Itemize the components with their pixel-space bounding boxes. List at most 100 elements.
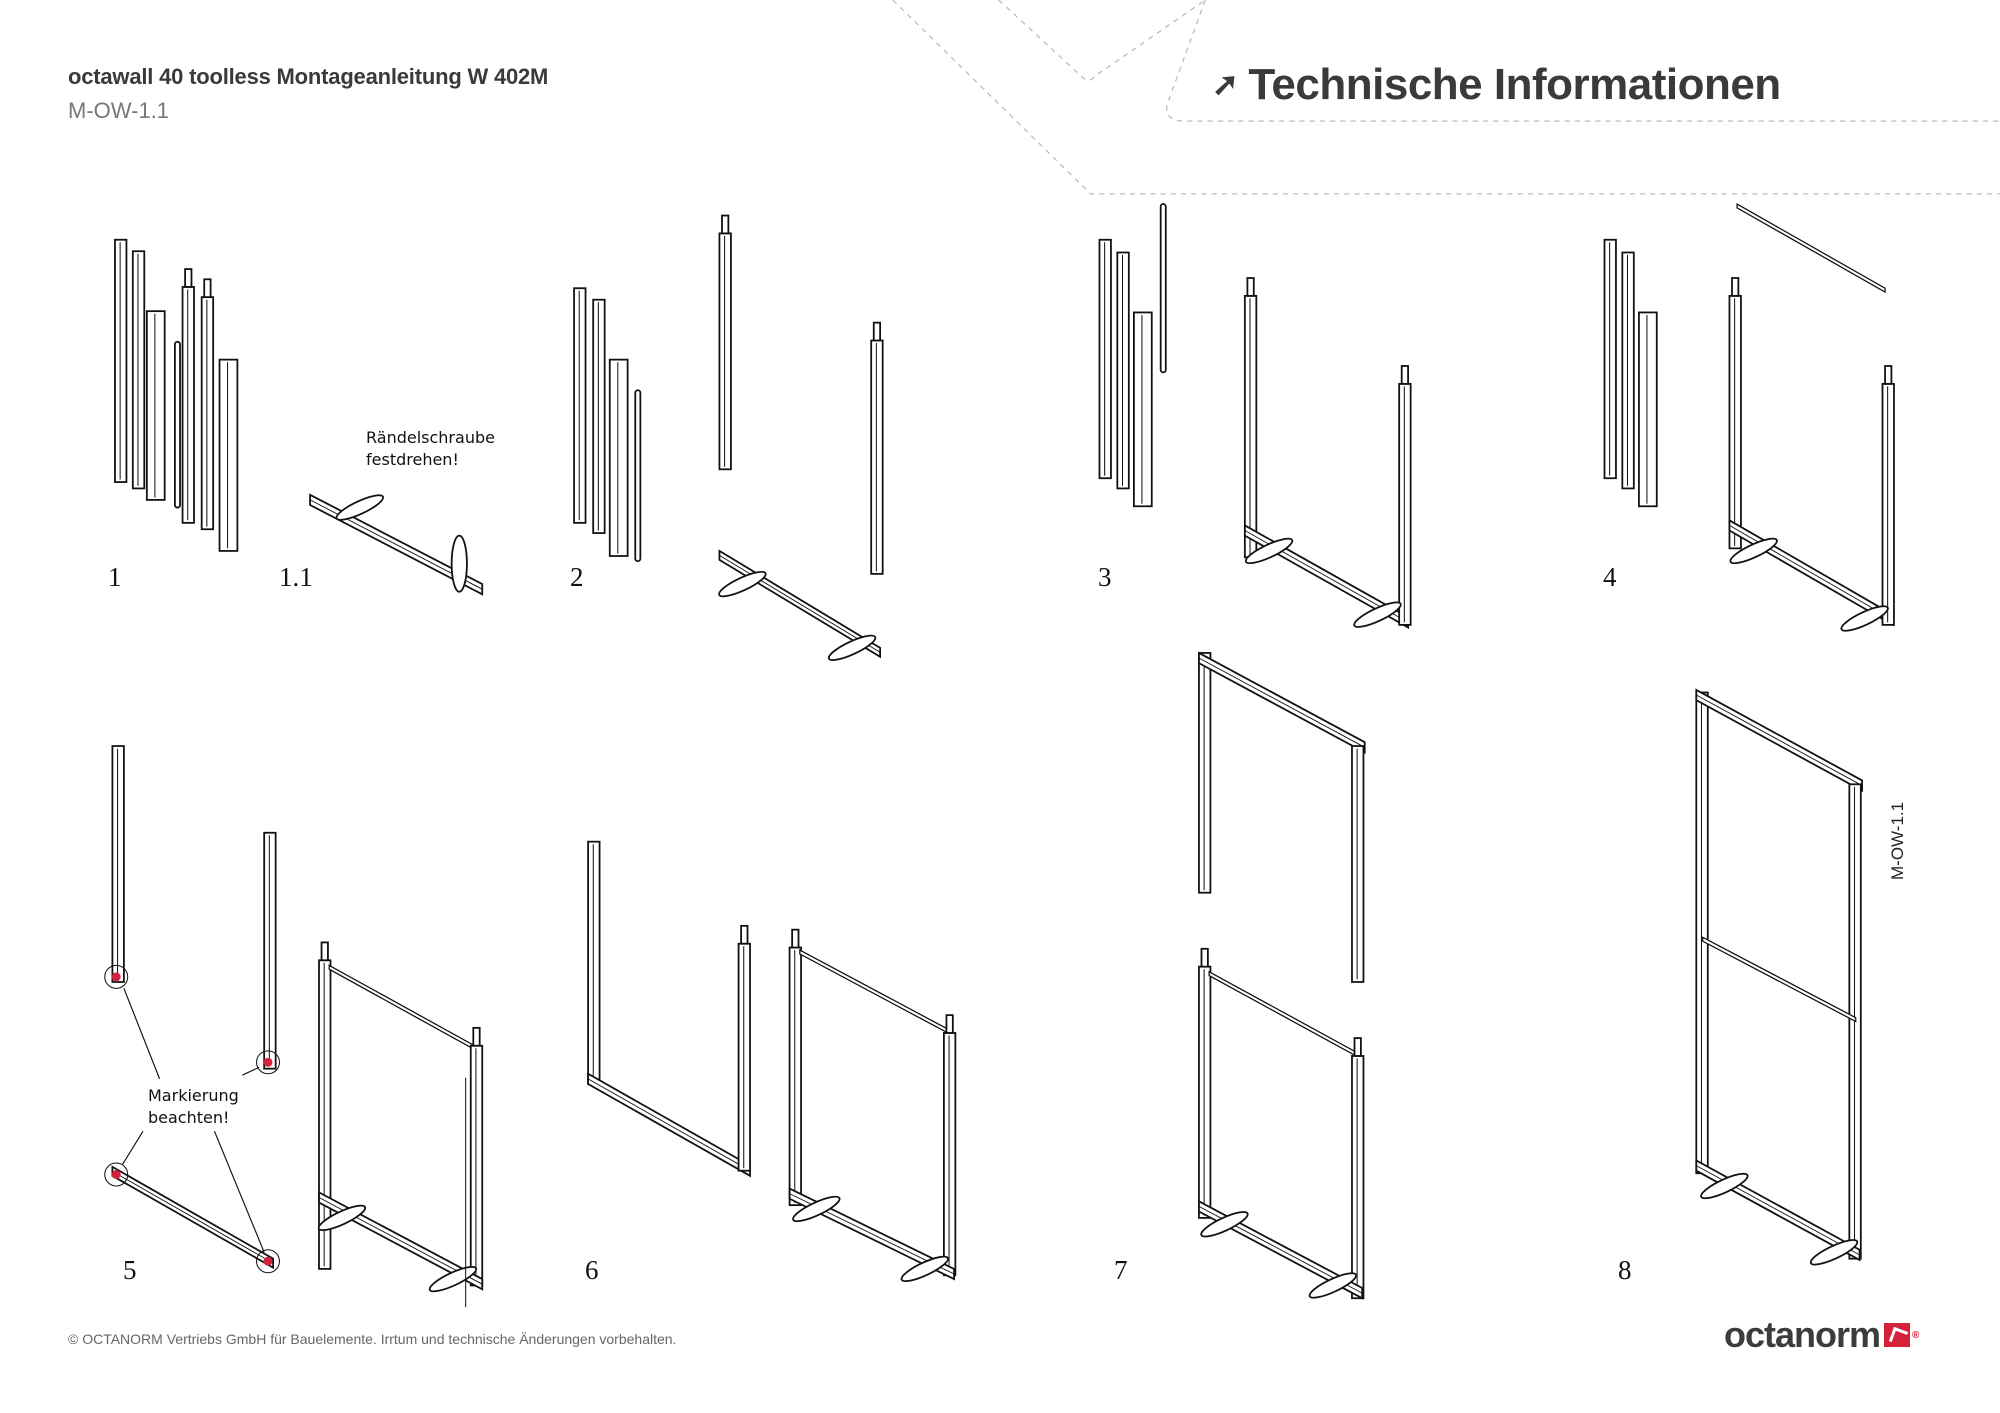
thumbscrew-foot (450, 534, 468, 593)
foot (1308, 1272, 1358, 1299)
connector-tab (721, 214, 730, 235)
frame-post (1198, 652, 1212, 894)
top-rail (799, 949, 951, 1036)
marking-circle (256, 1249, 280, 1274)
frame-post (1621, 251, 1635, 490)
foot (827, 634, 877, 661)
frame-post (573, 287, 587, 524)
foot (1809, 1239, 1859, 1266)
leader-line (213, 1130, 265, 1253)
decorative-dashed-line (892, 0, 2000, 195)
note-line: Rändelschraube (366, 428, 495, 447)
frame-post (181, 286, 195, 524)
marking-dot (111, 972, 121, 982)
connector-tab (1353, 1037, 1362, 1057)
frame-post (1603, 238, 1617, 480)
note-thumbscrew: Rändelschraube festdrehen! (366, 427, 495, 471)
note-line: beachten! (148, 1108, 230, 1127)
step-label-6: 6 (585, 1255, 599, 1285)
connector-tab (1200, 947, 1209, 968)
note-marking: Markierung beachten! (148, 1085, 239, 1129)
rod (634, 389, 642, 563)
note-line: Markierung (148, 1086, 239, 1105)
foot (1244, 537, 1294, 565)
document-code: M-OW-1.1 (68, 98, 170, 123)
connector-tab (203, 278, 212, 299)
connector-tab (872, 321, 882, 342)
marking-dot (263, 1057, 273, 1067)
frame-post (788, 946, 802, 1207)
frame-post (145, 310, 166, 501)
frame-post (942, 1032, 957, 1277)
leader-line (123, 988, 161, 1080)
step-label-1: 1 (108, 562, 122, 592)
marking-circle (256, 1050, 280, 1075)
beam-groove (1696, 1165, 1860, 1256)
step-label-3: 3 (1098, 562, 1112, 592)
frame-post (608, 358, 629, 557)
foot (1353, 601, 1402, 628)
top-rail (328, 964, 476, 1051)
foot (428, 1265, 478, 1293)
marking-dot (263, 1256, 273, 1266)
top-rail (1702, 936, 1857, 1023)
frame-post (718, 232, 732, 471)
connector-tab (791, 928, 800, 949)
frame-post (587, 840, 601, 1085)
foot (1700, 1172, 1749, 1200)
frame-post (1243, 294, 1258, 559)
frame-post (1638, 311, 1658, 508)
note-line: festdrehen! (366, 450, 459, 469)
connector-tab (320, 941, 329, 962)
step-label-1-1: 1.1 (279, 562, 313, 592)
foot (1840, 605, 1889, 632)
frame-post (263, 831, 277, 1070)
step-label-7: 7 (1114, 1255, 1128, 1285)
beam-groove (1729, 525, 1893, 621)
frame-post (200, 296, 215, 531)
frame-post (114, 238, 128, 483)
section-title-text: Technische Informationen (1248, 60, 1781, 109)
frame-post (131, 250, 146, 490)
frame-post (1116, 251, 1130, 490)
rod (174, 340, 181, 509)
leader-line (122, 1130, 144, 1165)
octanorm-logo: octanorm® (1724, 1314, 1919, 1356)
foot (900, 1255, 949, 1283)
marking-circle (104, 1162, 129, 1187)
leader-line (242, 1066, 260, 1076)
connector-tab (740, 924, 749, 945)
foot (317, 1204, 367, 1232)
section-title: ➚Technische Informationen (1212, 60, 1781, 110)
frame-post (1198, 965, 1212, 1219)
connector-tab (945, 1014, 954, 1034)
marking-circle (104, 964, 129, 989)
connector-tab (184, 268, 193, 288)
document-title: octawall 40 toolless Montageanleitung W … (68, 64, 549, 89)
frame-post (1695, 691, 1709, 1175)
beam-groove (719, 554, 881, 653)
logo-mark-icon (1884, 1323, 1911, 1347)
connector-tab (1731, 277, 1740, 297)
frame-post (1881, 382, 1895, 626)
step-label-8: 8 (1618, 1255, 1632, 1285)
step-label-4: 4 (1603, 562, 1617, 592)
decorative-dashed-line (1166, 0, 2000, 122)
foot (718, 570, 767, 598)
frame-post (111, 745, 125, 983)
frame-post (1351, 745, 1365, 983)
frame-post (870, 339, 884, 575)
frame-post (1351, 1055, 1365, 1300)
frame-post (592, 298, 606, 534)
marking-dot (111, 1170, 121, 1179)
decorative-dashed-line (998, 0, 1206, 81)
side-document-code: M-OW-1.1 (1888, 801, 1907, 880)
logo-registered: ® (1912, 1329, 1919, 1341)
frame-post (469, 1044, 484, 1287)
connector-tab (1400, 365, 1409, 385)
step-label-5: 5 (123, 1255, 137, 1285)
frame-post (1728, 294, 1742, 550)
top-rail (1208, 970, 1359, 1059)
frame-post (1098, 238, 1112, 480)
